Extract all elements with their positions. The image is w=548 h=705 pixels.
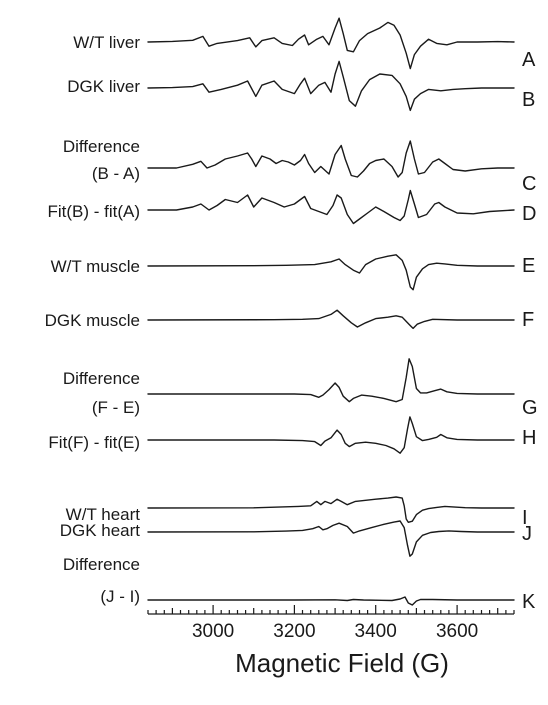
trace-i-letter: I	[522, 507, 528, 529]
trace-c-label: Difference	[63, 137, 140, 156]
trace-g-label: (F - E)	[92, 398, 140, 417]
trace-i	[147, 496, 515, 523]
x-axis-title: Magnetic Field (G)	[235, 648, 449, 678]
trace-f	[147, 309, 515, 330]
spectral-traces	[147, 17, 515, 606]
trace-a-letter: A	[522, 49, 536, 71]
trace-e-label: W/T muscle	[51, 257, 140, 276]
trace-c	[147, 140, 515, 178]
x-tick-label: 3200	[273, 621, 315, 642]
trace-e	[147, 254, 515, 291]
trace-h	[147, 416, 515, 454]
x-axis: 3000 3200 3400 3600 Magnetic Field (G)	[147, 605, 515, 678]
trace-letter-labels: AB CD E F GH IJ K	[522, 49, 538, 613]
trace-g-label: Difference	[63, 369, 140, 388]
trace-c-letter: C	[522, 173, 536, 195]
trace-h-label: Fit(F) - fit(E)	[48, 433, 140, 452]
trace-a-label: W/T liver	[73, 33, 140, 52]
trace-j-label: DGK heart	[60, 521, 141, 540]
x-tick-label: 3000	[192, 621, 234, 642]
trace-b-label: DGK liver	[67, 77, 140, 96]
trace-j-letter: J	[522, 523, 532, 545]
trace-a	[147, 17, 515, 70]
trace-k-label: (J - I)	[100, 587, 140, 606]
trace-e-letter: E	[522, 255, 535, 277]
trace-d	[147, 189, 515, 225]
trace-k-letter: K	[522, 591, 536, 613]
trace-j	[147, 520, 515, 557]
x-axis-tick-labels: 3000 3200 3400 3600	[192, 621, 478, 642]
trace-d-label: Fit(B) - fit(A)	[47, 202, 140, 221]
x-tick-label: 3600	[436, 621, 478, 642]
trace-i-label: W/T heart	[66, 505, 141, 524]
x-axis-ticks	[147, 605, 515, 614]
trace-b-letter: B	[522, 89, 535, 111]
trace-f-label: DGK muscle	[45, 311, 140, 330]
trace-g	[147, 358, 515, 403]
x-tick-label: 3400	[355, 621, 397, 642]
trace-b	[147, 60, 515, 112]
trace-k-label: Difference	[63, 555, 140, 574]
trace-f-letter: F	[522, 309, 534, 331]
trace-k	[147, 596, 515, 606]
trace-c-label: (B - A)	[92, 164, 140, 183]
trace-h-letter: H	[522, 427, 536, 449]
trace-g-letter: G	[522, 397, 538, 419]
trace-d-letter: D	[522, 203, 536, 225]
